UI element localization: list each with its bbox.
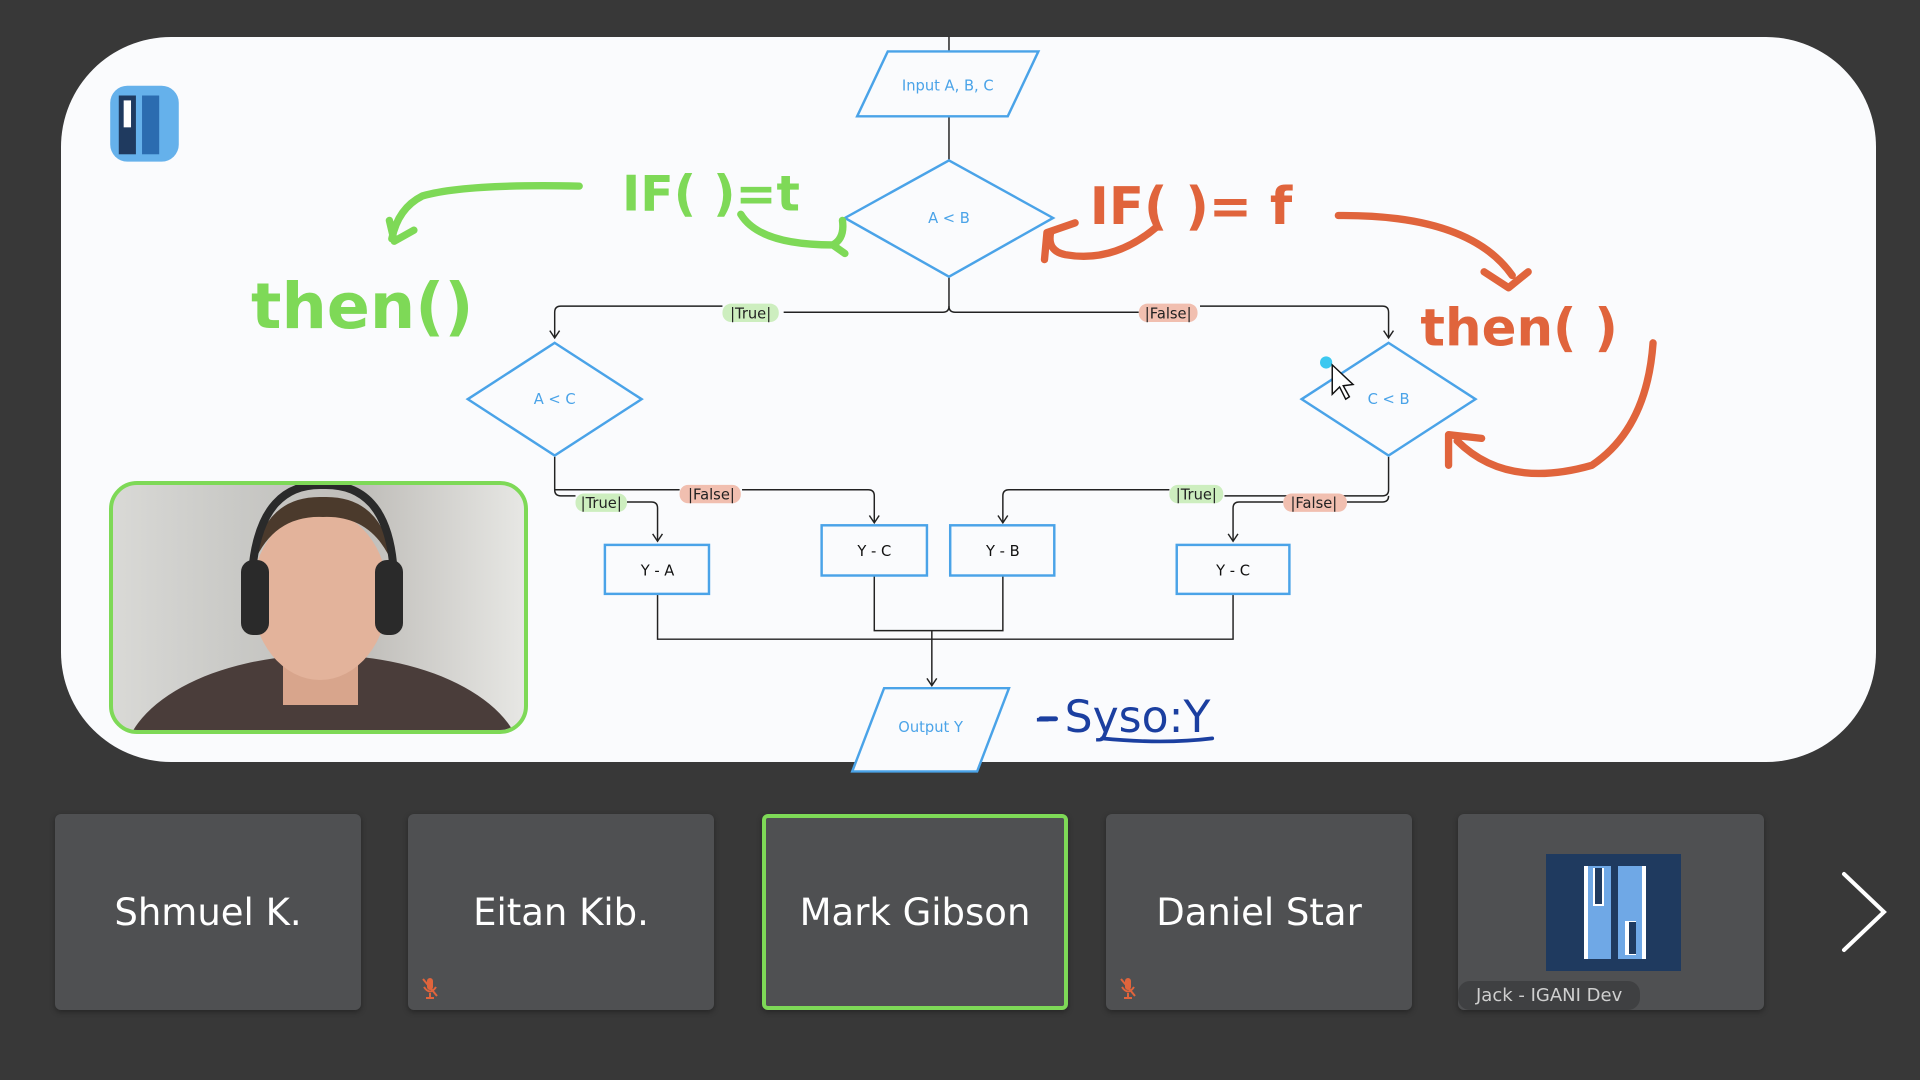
- annotation-then-right: then( ): [1420, 298, 1618, 358]
- participant-name: Eitan Kib.: [473, 890, 649, 934]
- edge-label-false: |False|: [1145, 305, 1192, 322]
- arrow-stroke: [1444, 339, 1657, 478]
- box-y-b[interactable]: [948, 524, 1056, 577]
- cursor-icon: [1331, 363, 1355, 401]
- participant-name: Jack - IGANI Dev: [1458, 981, 1641, 1010]
- participant-tile[interactable]: Daniel Star: [1106, 814, 1412, 1010]
- app-logo: [110, 85, 179, 162]
- participant-name: Shmuel K.: [114, 890, 302, 934]
- arrow-stroke: [385, 182, 583, 245]
- muted-mic-icon: [1120, 978, 1136, 999]
- decision-a-c-text: A < C: [534, 391, 576, 408]
- chevron-right-icon[interactable]: [1838, 868, 1890, 956]
- edge-label-false: |False|: [688, 487, 735, 504]
- box-y-c-2[interactable]: [1175, 543, 1291, 596]
- participant-tile-active[interactable]: Mark Gibson: [762, 814, 1068, 1010]
- annotation-syso: - Syso:Y: [1035, 692, 1212, 743]
- annotation-then-left: then(): [251, 270, 473, 344]
- edge-label-true: |True|: [1176, 487, 1217, 504]
- box-y-a-text: Y - A: [640, 563, 675, 580]
- pointer-dot: [1320, 356, 1333, 369]
- annotation-if-true: IF( )=t: [622, 166, 800, 223]
- decision-a-b[interactable]: [842, 159, 1056, 279]
- presenter-image: [133, 485, 513, 730]
- participant-tile[interactable]: Jack - IGANI Dev: [1458, 814, 1764, 1010]
- arrow-stroke: [1334, 211, 1532, 292]
- input-text: Input A, B, C: [902, 78, 994, 95]
- decision-c-b-text: C < B: [1368, 391, 1410, 408]
- participant-name: Daniel Star: [1156, 890, 1362, 934]
- edge-label-true: |True|: [730, 305, 771, 322]
- decision-a-b-text: A < B: [928, 210, 970, 227]
- annotation-if-false: IF( )= f: [1090, 177, 1293, 237]
- box-y-b-text: Y - B: [985, 543, 1020, 560]
- decision-a-c[interactable]: [465, 341, 644, 457]
- participant-avatar: [1546, 854, 1681, 971]
- input-shape[interactable]: [855, 50, 1041, 118]
- output-shape[interactable]: [850, 686, 1011, 773]
- participant-tile[interactable]: Eitan Kib.: [408, 814, 714, 1010]
- output-text: Output Y: [898, 719, 963, 736]
- box-y-c-2-text: Y - C: [1215, 563, 1250, 580]
- participant-name: Mark Gibson: [799, 890, 1031, 934]
- muted-mic-icon: [422, 978, 438, 999]
- arrow-stroke: [737, 210, 849, 258]
- presenter-video[interactable]: [109, 481, 528, 734]
- decision-c-b[interactable]: [1299, 341, 1478, 457]
- participant-tile[interactable]: Shmuel K.: [55, 814, 361, 1010]
- box-y-c-1-text: Y - C: [856, 543, 891, 560]
- edge-label-false: |False|: [1290, 495, 1337, 512]
- box-y-c-1[interactable]: [820, 524, 929, 577]
- box-y-a[interactable]: [603, 543, 711, 596]
- arrow-stroke: [1040, 219, 1161, 264]
- edge-label-true: |True|: [581, 495, 622, 512]
